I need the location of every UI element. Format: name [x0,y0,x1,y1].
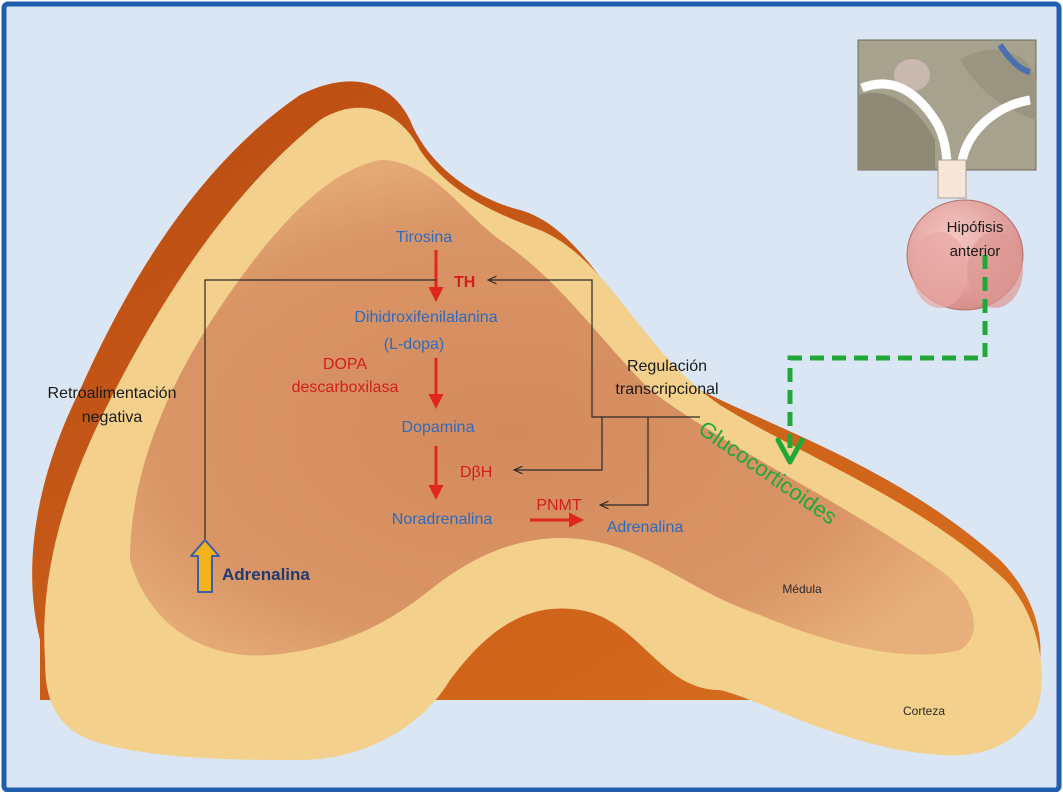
label-th: TH [454,274,475,291]
label-retroalimentacion-line2: negativa [82,409,143,426]
label-regulacion-line1: Regulación [627,358,707,375]
label-adrenalina-product: Adrenalina [607,519,684,536]
label-adrenalina-increase: Adrenalina [222,565,310,584]
label-dopa-enzyme-line1: DOPA [323,356,367,373]
label-dbh: DβH [460,464,492,481]
label-corteza: Corteza [903,704,945,718]
label-dopamina: Dopamina [402,419,475,436]
label-dihidroxifenilalanina: Dihidroxifenilalanina [354,309,497,326]
label-retroalimentacion-line1: Retroalimentación [48,385,177,402]
label-medula: Médula [782,582,822,596]
label-dopa-enzyme-line2: descarboxilasa [292,379,399,396]
label-hipofisis-line2: anterior [950,243,1001,260]
label-tirosina: Tirosina [396,229,452,246]
label-noradrenalina: Noradrenalina [392,511,493,528]
label-pnmt: PNMT [536,497,582,514]
label-hipofisis-line1: Hipófisis [947,219,1004,236]
label-regulacion-line2: transcripcional [615,381,718,398]
label-ldopa: (L-dopa) [384,336,444,353]
